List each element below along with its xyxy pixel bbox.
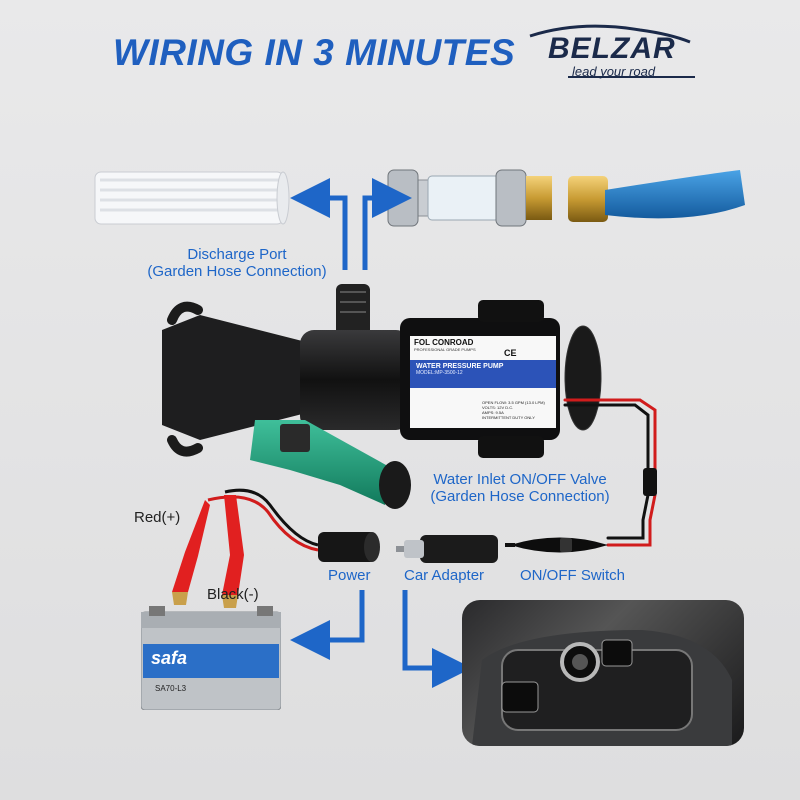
black-negative-label: Black(-) <box>207 586 259 603</box>
battery-model: SA70-L3 <box>155 684 187 693</box>
car-adapter-image <box>396 535 498 563</box>
car-socket-photo <box>462 600 744 746</box>
power-socket-image <box>207 488 380 562</box>
ce-mark: CE <box>504 348 517 358</box>
pump-model: MODEL:MP-3500-12 <box>416 370 463 376</box>
battery-clips-image <box>172 495 244 608</box>
pump-amps: AMPS: 9.5A <box>482 410 504 415</box>
brand-name: BELZAR <box>548 32 676 65</box>
brand-logo: BELZAR lead your road <box>520 22 700 82</box>
water-inlet-label: Water Inlet ON/OFF Valve <box>433 471 607 488</box>
hose-connector-image <box>387 169 745 227</box>
on-off-switch-image <box>510 537 608 553</box>
battery-image: safa SA70-L3 <box>140 606 282 711</box>
pump-subtitle: PROFESSIONAL GRADE PUMPS <box>414 347 476 352</box>
discharge-port-sublabel: (Garden Hose Connection) <box>147 263 327 280</box>
pump-name: WATER PRESSURE PUMP <box>416 363 504 370</box>
pump-brand: FOL CONROAD <box>414 338 474 347</box>
pump-open-flow: OPEN FLOW: 3.5 GPM (13.0 LPM) <box>482 400 545 405</box>
discharge-port-label: Discharge Port <box>187 246 287 263</box>
pump-duty: INTERMITTENT DUTY ONLY <box>482 415 535 420</box>
page-title: WIRING IN 3 MINUTES <box>113 32 516 73</box>
red-positive-label: Red(+) <box>134 509 181 526</box>
car-silhouette-icon <box>529 24 695 78</box>
on-off-switch-label: ON/OFF Switch <box>520 567 626 584</box>
pump-volts: VOLTS: 12V D.C. <box>482 405 514 410</box>
water-inlet-sublabel: (Garden Hose Connection) <box>430 488 610 505</box>
pump-wire <box>563 398 657 547</box>
car-adapter-label: Car Adapter <box>404 567 485 584</box>
power-label: Power <box>328 567 371 584</box>
water-pump-image <box>162 284 602 509</box>
battery-brand: safa <box>151 648 188 668</box>
white-hose-image <box>94 171 290 225</box>
brand-tagline: lead your road <box>572 64 656 79</box>
